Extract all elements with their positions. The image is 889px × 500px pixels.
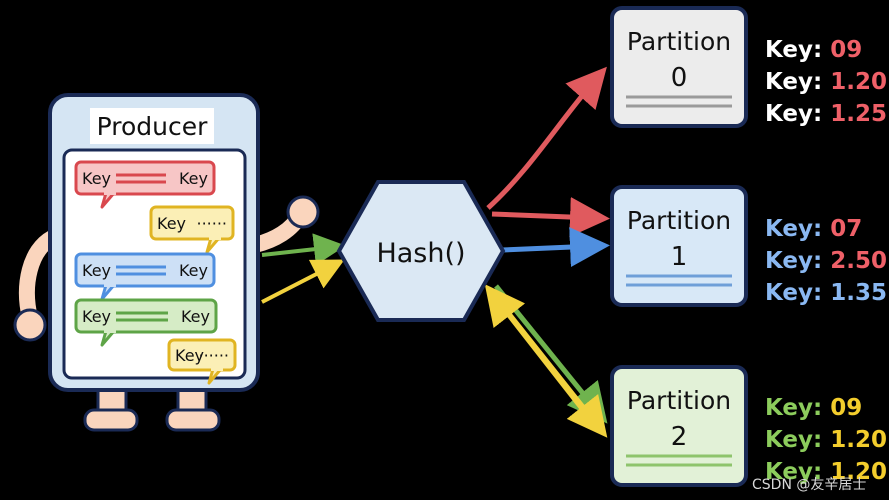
partition-1-key-entry: Key: 07 xyxy=(765,213,862,245)
partition-number: 1 xyxy=(671,242,688,272)
key-label: Key: xyxy=(765,248,831,274)
producer-right-foot xyxy=(165,408,221,432)
arrow-hash-to-partition-2-yellow xyxy=(496,298,608,438)
partition-name: Partition xyxy=(627,27,731,56)
key-value: 1.20 xyxy=(830,459,887,485)
key-value: 1.25 xyxy=(830,101,887,127)
bubble-left-label: Key xyxy=(157,214,186,233)
partition-0-key-entry: Key: 09 xyxy=(765,34,862,66)
partition-2-key-entry: Key: 09 xyxy=(765,392,862,424)
partition-2-key-entry: Key: 1.20 xyxy=(765,456,887,488)
key-label: Key: xyxy=(765,69,831,95)
partition-name: Partition xyxy=(627,206,731,235)
key-value: 09 xyxy=(830,395,863,421)
partition-number: 2 xyxy=(671,422,688,452)
producer-right-hand xyxy=(286,195,320,229)
message-bubble: Key Key xyxy=(74,298,218,347)
bubble-right-label: ······ xyxy=(196,214,227,233)
partition-1: Partition 1 xyxy=(610,185,748,307)
key-label: Key: xyxy=(765,459,831,485)
bubble-left-label: Key xyxy=(175,346,204,365)
arrow-hash-to-partition-1-red xyxy=(491,197,610,238)
partition-0-key-entry: Key: 1.20 xyxy=(765,66,887,98)
message-bubble: Key Key xyxy=(74,160,216,209)
arrow-hash-to-partition-2-green xyxy=(494,284,608,424)
partition-number: 0 xyxy=(671,63,688,93)
partition-2-key-entry: Key: 1.20 xyxy=(765,424,887,456)
partition-0-key-entry: Key: 1.25 xyxy=(765,98,887,130)
hash-label: Hash() xyxy=(376,238,465,269)
producer-title: Producer xyxy=(97,112,209,141)
partition-1-key-entry: Key: 1.35 xyxy=(765,277,887,309)
partition-0: Partition 0 xyxy=(610,6,748,128)
bubble-right-label: Key xyxy=(179,169,208,188)
arrow-hash-to-partition-0 xyxy=(486,66,607,210)
arrows xyxy=(261,66,610,438)
arrow-producer-to-hash-yellow xyxy=(261,259,345,304)
message-bubble: Key ······ xyxy=(149,205,235,254)
key-value: 09 xyxy=(830,37,863,63)
key-value: 07 xyxy=(830,216,863,242)
bubble-right-label: Key xyxy=(179,261,208,280)
bubble-left-label: Key xyxy=(82,261,111,280)
producer-title-box xyxy=(90,108,214,144)
key-value: 1.20 xyxy=(830,69,887,95)
hash-node: Hash() xyxy=(336,180,506,322)
key-value: 1.35 xyxy=(830,280,887,306)
key-value: 1.20 xyxy=(830,427,887,453)
bubble-left-label: Key xyxy=(82,307,111,326)
producer-left-foot xyxy=(83,408,139,432)
producer-left-hand xyxy=(13,308,47,342)
partition-2: Partition 2 xyxy=(610,365,748,487)
bubble-right-label: ······ xyxy=(198,346,229,365)
partition-name: Partition xyxy=(627,386,731,415)
arrow-hash-to-partition-1-blue xyxy=(501,227,610,268)
producer-left-arm xyxy=(19,230,60,326)
key-label: Key: xyxy=(765,216,831,242)
arrow-producer-to-hash-green xyxy=(261,233,346,266)
watermark: CSDN @友辛居士 xyxy=(752,477,867,493)
bubble-left-label: Key xyxy=(82,169,111,188)
message-bubble: Key······ xyxy=(167,338,237,385)
key-value: 2.50 xyxy=(830,248,887,274)
key-label: Key: xyxy=(765,395,831,421)
partition-1-key-entry: Key: 2.50 xyxy=(765,245,887,277)
message-bubble: Key Key xyxy=(74,252,216,301)
hash-hexagon xyxy=(336,180,506,322)
key-label: Key: xyxy=(765,101,831,127)
key-label: Key: xyxy=(765,37,831,63)
key-label: Key: xyxy=(765,280,831,306)
key-label: Key: xyxy=(765,427,831,453)
bubble-right-label: Key xyxy=(181,307,210,326)
